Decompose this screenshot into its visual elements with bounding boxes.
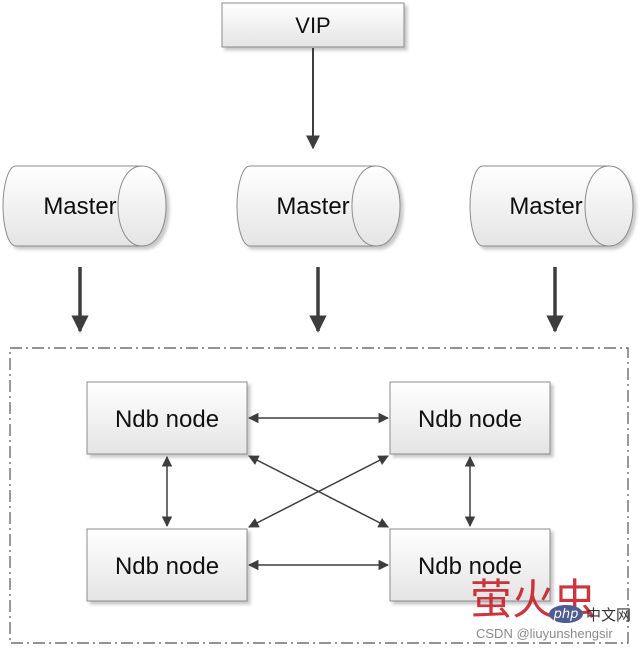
csdn-credit-text: CSDN @liuyunshengsir — [476, 626, 613, 641]
link-diagonal-up-arrow — [248, 455, 389, 528]
master-right-node: Master — [469, 165, 634, 247]
watermark-site-text: 中文网 — [586, 606, 631, 624]
ndb-node-top-left: Ndb node — [86, 381, 248, 455]
ndb-bottom-left-label: Ndb node — [115, 553, 219, 580]
ndb-node-bottom-left: Ndb node — [86, 528, 248, 602]
master-left-node: Master — [2, 165, 167, 247]
ndb-node-top-right: Ndb node — [389, 381, 551, 455]
ndb-node-bottom-right: Ndb node — [389, 528, 551, 602]
watermark: 萤火虫 php 中文网 CSDN @liuyunshengsir — [470, 575, 631, 641]
vip-node: VIP — [221, 2, 405, 48]
ndb-top-left-label: Ndb node — [115, 406, 219, 433]
ndb-top-right-label: Ndb node — [418, 406, 522, 433]
master-center-label: Master — [276, 193, 349, 220]
master-left-label: Master — [43, 193, 116, 220]
master-right-label: Master — [509, 193, 582, 220]
vip-label: VIP — [295, 13, 330, 38]
php-badge-label: php — [553, 607, 579, 622]
master-center-node: Master — [236, 165, 401, 247]
ndb-cluster-boundary — [9, 347, 629, 644]
php-badge-icon — [549, 605, 583, 623]
ndb-bottom-right-label: Ndb node — [418, 553, 522, 580]
